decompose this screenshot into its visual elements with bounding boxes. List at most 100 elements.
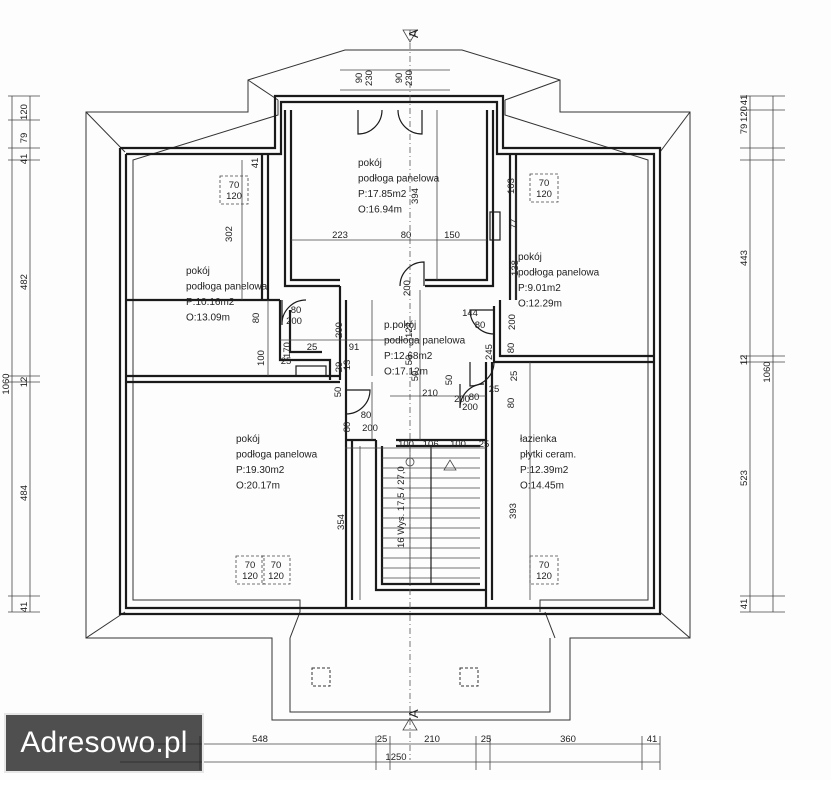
left-dimension-chain (8, 95, 40, 613)
section-marker-top (402, 29, 418, 43)
window-width-label: 70 (245, 560, 256, 571)
room-label-bottomleft-line-2: P:19.30m2 (236, 465, 285, 476)
interior-dimension-label: 25 (509, 371, 520, 382)
interior-dimension-label: 6 (433, 439, 438, 450)
interior-dimension-label: 50 (410, 371, 421, 382)
room-label-topleft-line-2: P:10.16m2 (186, 297, 235, 308)
room-label-hall-line-1: podłoga panelowa (384, 336, 466, 347)
doors (281, 109, 495, 415)
interior-dimension-label: 80 (475, 320, 486, 331)
room-label-bottomleft-line-0: pokój (236, 434, 260, 445)
window-width-label: 70 (539, 560, 550, 571)
left-dimension-label: 482 (19, 274, 30, 290)
bottom-dimension-label: 210 (424, 734, 440, 745)
ventilation-shaft-right (489, 211, 501, 241)
interior-dimension-label: 80 (291, 305, 302, 316)
interior-dimension-label: 144 (462, 308, 478, 319)
room-label-top-line-3: O:16.94m (358, 205, 402, 216)
window-height-label: 120 (268, 571, 284, 582)
interior-dimension-label: 77 (509, 219, 520, 230)
right-dimension-label: 443 (739, 250, 750, 266)
interior-dimension-label: 200 (507, 314, 518, 330)
bottom-dimension-label: 25 (481, 734, 492, 745)
interior-dimension-label: 200 (286, 316, 302, 327)
stairs-label: 16 Wys. 17,5 / 27,0 (396, 466, 407, 548)
room-label-hall-line-3: O:17.12m (384, 367, 428, 378)
right-dimension-label: 79 (739, 124, 750, 135)
interior-dimension-label: 80 (506, 343, 517, 354)
interior-dimension-label: 200 (462, 402, 478, 413)
interior-dimension-label: 245 (484, 344, 495, 360)
left-dimension-label: 120 (19, 104, 30, 120)
room-label-top-line-2: P:17.85m2 (358, 189, 407, 200)
interior-dimension-label: 50 (404, 355, 415, 366)
interior-dimension-label: 210 (422, 388, 438, 399)
room-label-bottomleft-line-3: O:20.17m (236, 481, 280, 492)
interior-dimension-label: 354 (336, 514, 347, 530)
interior-dimension-label: 80 (506, 398, 517, 409)
interior-walls (126, 110, 654, 608)
interior-dimension-label: 80 (401, 230, 412, 241)
interior-dimension-label: 50 (333, 387, 344, 398)
interior-dimension-label: 13 (342, 360, 353, 371)
room-label-topright-line-3: O:12.29m (518, 299, 562, 310)
window-height-label: 120 (242, 571, 258, 582)
interior-dimension-label: 223 (332, 230, 348, 241)
interior-dimension-label: 29 (334, 362, 345, 373)
window-height-label: 120 (226, 191, 242, 202)
room-label-bath-line-0: łazienka (520, 434, 557, 445)
bottom-dimension-label: 360 (560, 734, 576, 745)
interior-dimension-label: 393 (508, 503, 519, 519)
interior-dimension-label: 200 (334, 322, 345, 338)
dimension-labels: 1207941482124844110604179120443125234110… (1, 70, 773, 763)
room-label-bath-line-1: płytki ceram. (520, 450, 576, 461)
interior-dimension-label: 394 (410, 188, 421, 204)
room-label-topleft-line-1: podłoga panelowa (186, 282, 268, 293)
top-door-dimension-label: 230 (404, 70, 415, 86)
skylight-right (459, 667, 479, 687)
window-height-label: 120 (536, 571, 552, 582)
left-dimension-label: 484 (19, 485, 30, 501)
bottom-dimension-label: 25 (377, 734, 388, 745)
left-total-dimension-label: 1060 (1, 373, 12, 394)
interior-dimension-label: 80 (342, 422, 353, 433)
interior-dimension-label: 25 (479, 439, 490, 450)
window-height-label: 120 (536, 189, 552, 200)
bottom-dimension-label: 548 (252, 734, 268, 745)
watermark-logo: Adresowo.pl (4, 713, 204, 773)
room-label-bottomleft-line-1: podłoga panelowa (236, 450, 318, 461)
room-label-topright-line-1: podłoga panelowa (518, 268, 600, 279)
room-label-top-line-0: pokój (358, 158, 382, 169)
interior-dimension-label: 41 (250, 158, 261, 169)
roof-outline (85, 49, 691, 721)
interior-dimension-label: 25 (307, 342, 318, 353)
window-width-label: 70 (229, 180, 240, 191)
left-dimension-label: 41 (19, 602, 30, 613)
interior-dimension-label: 10 (423, 439, 434, 450)
watermark-text: Adresowo.pl (20, 726, 188, 759)
bottom-dimension-label: 41 (647, 734, 658, 745)
interior-dimension-label: 25 (281, 356, 292, 367)
interior-dimension-label: 80 (469, 392, 480, 403)
right-total-dimension-label: 1060 (762, 361, 773, 382)
section-label-bottom: A (406, 709, 421, 718)
interior-dimension-label: 50 (444, 375, 455, 386)
room-label-bath-line-2: P:12.39m2 (520, 465, 569, 476)
interior-dimension-label: 25 (489, 384, 500, 395)
interior-dimension-label: 100 (450, 439, 466, 450)
top-door-dimension-label: 90 (394, 73, 405, 84)
interior-dimension-label: 80 (361, 410, 372, 421)
interior-dimension-label: 200 (454, 394, 470, 405)
section-marker-bottom (402, 717, 418, 731)
interior-dimension-label: 200 (402, 280, 413, 296)
interior-dimension-label: 100 (256, 350, 267, 366)
right-dimension-label: 12 (739, 355, 750, 366)
left-dimension-label: 79 (19, 133, 30, 144)
